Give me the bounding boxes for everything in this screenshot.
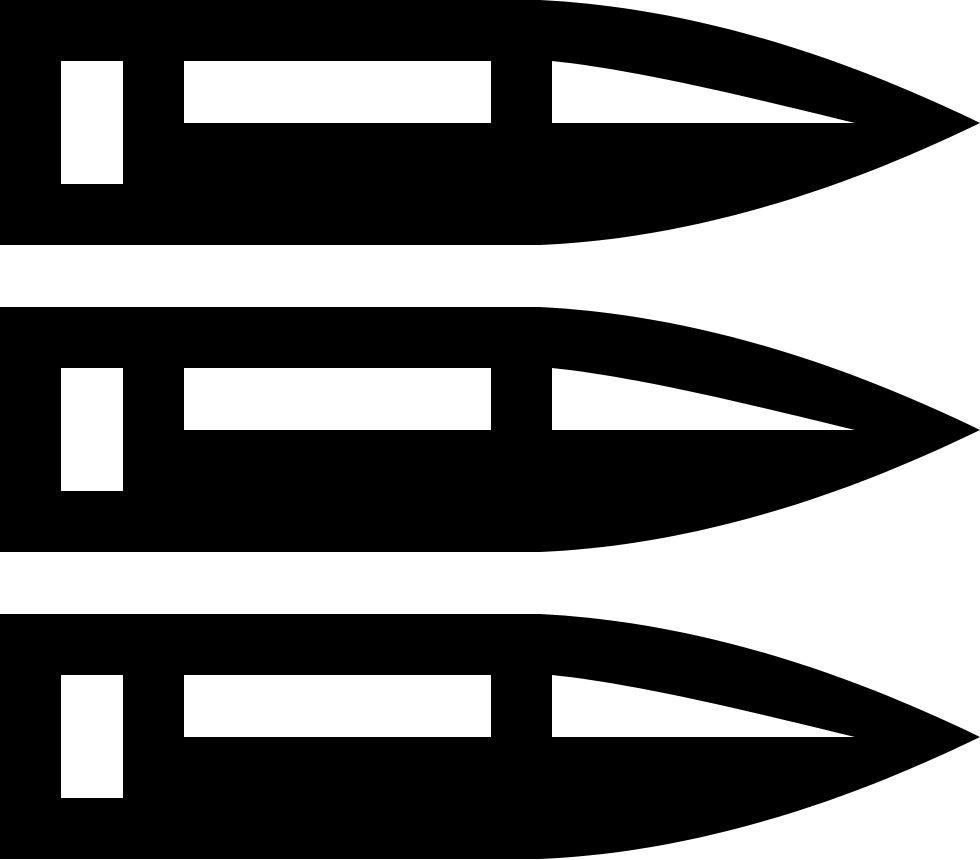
bullet-icon <box>0 307 980 552</box>
bullet-icon <box>0 614 980 859</box>
bullet-icon <box>0 0 980 245</box>
